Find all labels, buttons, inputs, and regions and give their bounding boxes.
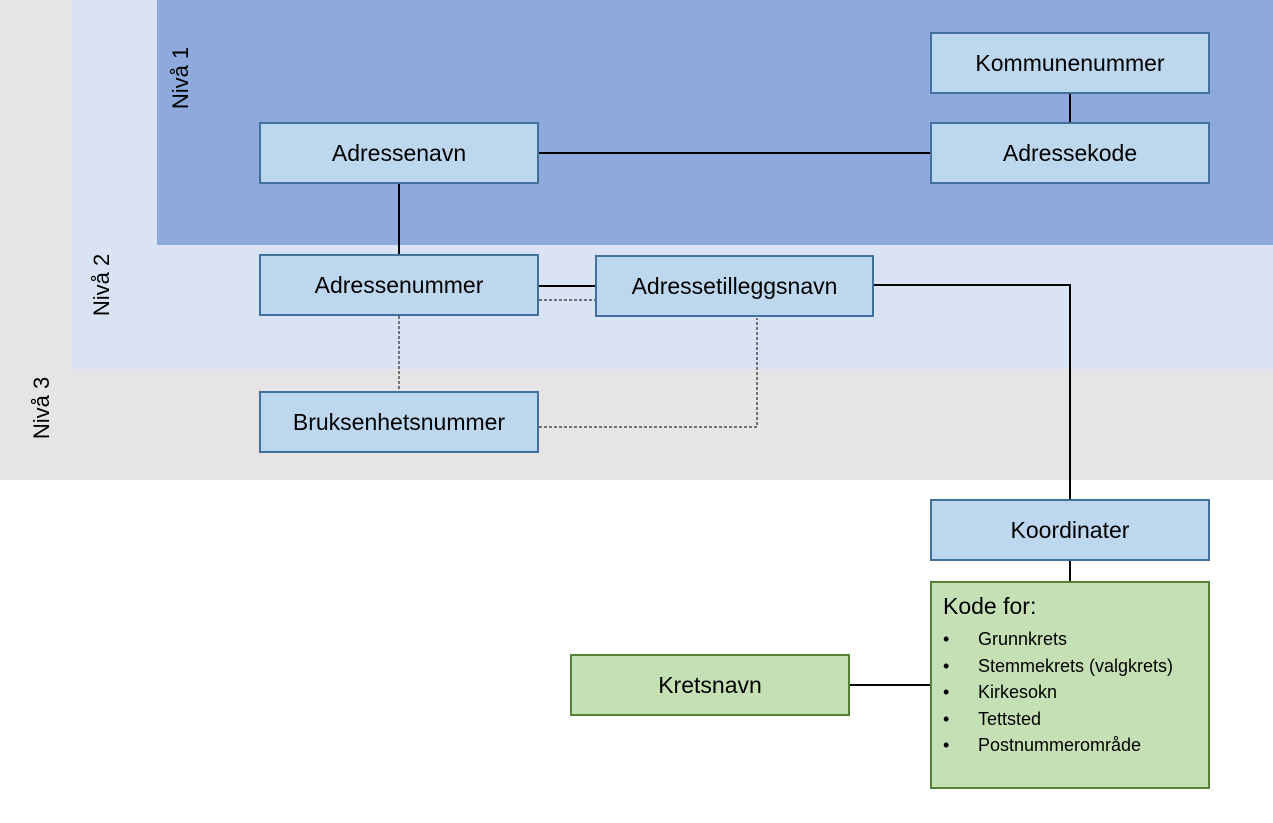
line-adressetilleggsnavn-koordinater	[874, 284, 1071, 499]
list-item: Stemmekrets (valgkrets)	[943, 653, 1208, 680]
box-kode-for: Kode for: Grunnkrets Stemmekrets (valgkr…	[930, 581, 1210, 789]
box-kretsnavn: Kretsnavn	[570, 654, 850, 716]
box-koordinater: Koordinater	[930, 499, 1210, 561]
box-bruksenhetsnummer: Bruksenhetsnummer	[259, 391, 539, 453]
box-adressetilleggsnavn-label: Adressetilleggsnavn	[631, 272, 838, 299]
list-item: Kirkesokn	[943, 679, 1208, 706]
box-koordinater-label: Koordinater	[1010, 516, 1130, 543]
list-item: Grunnkrets	[943, 626, 1208, 653]
box-adressenummer: Adressenummer	[259, 254, 539, 316]
box-adressekode-label: Adressekode	[1002, 139, 1138, 166]
box-kretsnavn-label: Kretsnavn	[658, 671, 762, 698]
dashed-bruksenhetsnummer-adressetilleggsnavn	[539, 318, 758, 428]
box-kommunenummer: Kommunenummer	[930, 32, 1210, 94]
box-adressenavn: Adressenavn	[259, 122, 539, 184]
box-adressenavn-label: Adressenavn	[331, 139, 467, 166]
list-item: Tettsted	[943, 706, 1208, 733]
box-adressekode: Adressekode	[930, 122, 1210, 184]
kode-for-list: Grunnkrets Stemmekrets (valgkrets) Kirke…	[943, 626, 1208, 759]
box-kommunenummer-label: Kommunenummer	[975, 49, 1165, 76]
box-adressetilleggsnavn: Adressetilleggsnavn	[595, 255, 874, 317]
list-item: Postnummerområde	[943, 732, 1208, 759]
kode-for-title: Kode for:	[943, 593, 1037, 619]
box-adressenummer-label: Adressenummer	[314, 271, 484, 298]
box-bruksenhetsnummer-label: Bruksenhetsnummer	[292, 408, 506, 435]
